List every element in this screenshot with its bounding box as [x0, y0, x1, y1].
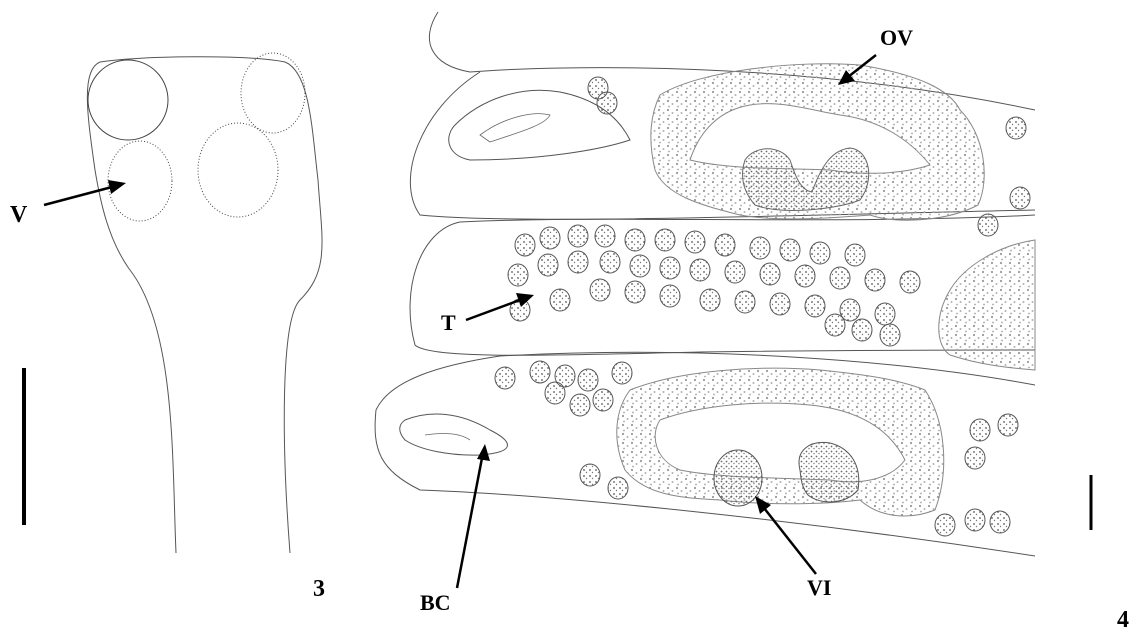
label-bursa: BC	[420, 590, 451, 615]
scolex-drawing	[87, 53, 322, 553]
figure-number-4: 4	[1117, 607, 1129, 632]
bursa-lower-line	[425, 433, 470, 440]
label-ovary: OV	[880, 25, 913, 50]
bursa-lower	[400, 414, 508, 455]
ovary-middle	[939, 240, 1035, 370]
sucker-2	[241, 53, 305, 133]
vitelline-lower-1	[714, 450, 762, 506]
sucker-1	[88, 60, 168, 140]
arrowhead-bursa	[477, 444, 490, 461]
figure-number-3: 3	[313, 576, 325, 602]
testes-cluster	[508, 225, 920, 346]
arrow-bursa	[457, 458, 482, 588]
arrow-vitelline	[764, 508, 816, 574]
sucker-3	[108, 141, 172, 221]
proglottid-drawing	[375, 12, 1035, 556]
sucker-4	[198, 123, 278, 217]
label-sucker: V	[10, 202, 28, 228]
arrowhead-sucker	[108, 180, 126, 194]
scolex-outline	[87, 57, 322, 553]
label-vitelline: VI	[807, 575, 831, 600]
bursa-upper-inner	[480, 114, 550, 142]
label-testes: T	[441, 310, 456, 335]
